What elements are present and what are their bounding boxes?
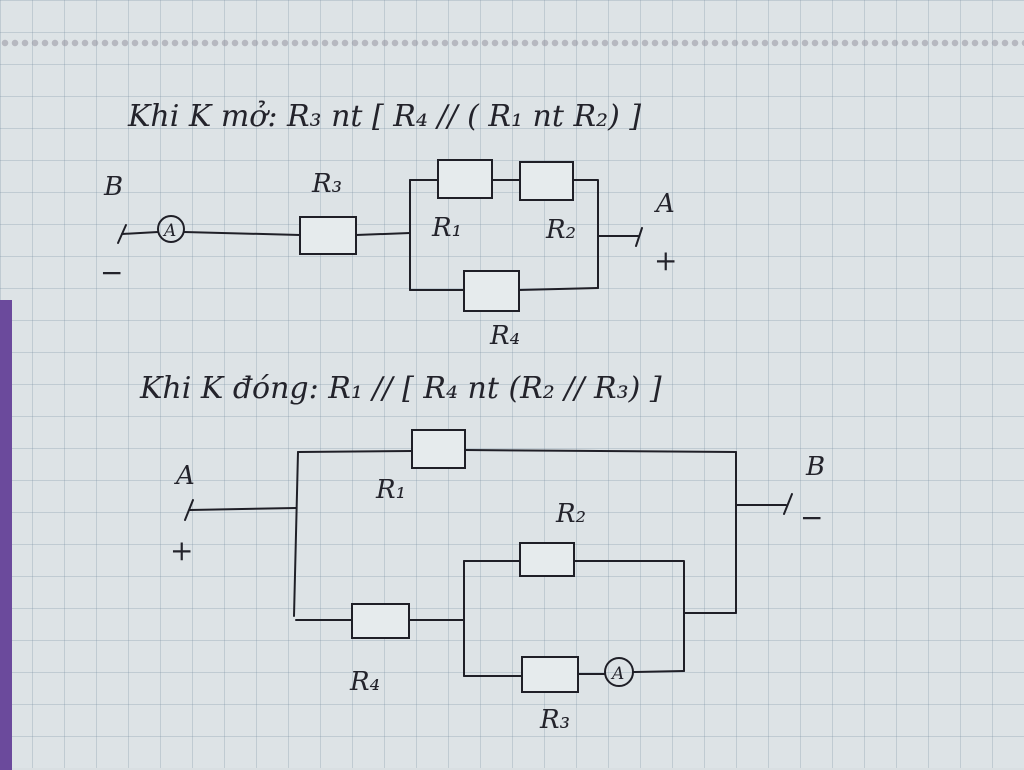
resistor-r1-label: R₁	[375, 475, 406, 505]
resistor-r1-label: R₁	[431, 213, 462, 243]
wire	[121, 231, 159, 235]
terminal-sign-minus: −	[100, 256, 123, 289]
ammeter-icon	[157, 215, 185, 243]
node-label-a: A	[654, 189, 675, 219]
heading-closed: Khi K đóng: R₁ // [ R₄ nt (R₂ // R₃) ]	[139, 371, 662, 406]
resistor-r2-label: R₂	[555, 499, 586, 529]
wire	[573, 560, 685, 672]
wire	[297, 450, 413, 453]
resistor-r2	[519, 542, 575, 577]
resistor-r4-label: R₄	[489, 321, 520, 351]
terminal-b-icon	[783, 493, 793, 515]
wire	[189, 507, 297, 511]
notebook-cover-edge	[0, 300, 12, 770]
terminal-sign-plus: +	[654, 244, 677, 277]
heading-open: Khi K mở: R₃ nt [ R₄ // ( R₁ nt R₂) ]	[127, 99, 641, 134]
resistor-r2	[519, 161, 574, 201]
resistor-r1	[437, 159, 493, 199]
node-label-b: B	[103, 172, 123, 202]
node-label-a: A	[174, 461, 195, 491]
resistor-r4	[463, 270, 520, 312]
resistor-r3-label: R₃	[539, 705, 570, 735]
notebook-margin-line	[0, 38, 1024, 48]
wire	[464, 449, 737, 453]
resistor-r3	[521, 656, 579, 693]
wire	[632, 670, 685, 673]
resistor-r4	[351, 603, 410, 639]
resistor-r3	[299, 216, 357, 255]
node-label-b: B	[805, 452, 825, 482]
resistor-r1	[411, 429, 466, 469]
ammeter-label: A	[162, 221, 176, 241]
terminal-sign-plus: +	[170, 534, 193, 567]
wire	[183, 231, 301, 236]
wire	[293, 451, 299, 617]
ammeter-label: A	[610, 664, 624, 684]
resistor-r3-label: R₃	[311, 169, 342, 199]
resistor-r2-label: R₂	[545, 215, 576, 245]
wire	[518, 287, 599, 291]
terminal-a-icon	[635, 227, 643, 247]
wire	[355, 232, 411, 236]
wire	[572, 179, 599, 289]
terminal-sign-minus: −	[800, 501, 823, 534]
resistor-r4-label: R₄	[349, 667, 380, 697]
circuit-open: Khi K mở: R₃ nt [ R₄ // ( R₁ nt R₂) ] B …	[100, 99, 677, 351]
circuit-closed: Khi K đóng: R₁ // [ R₄ nt (R₂ // R₃) ] A…	[139, 371, 825, 735]
